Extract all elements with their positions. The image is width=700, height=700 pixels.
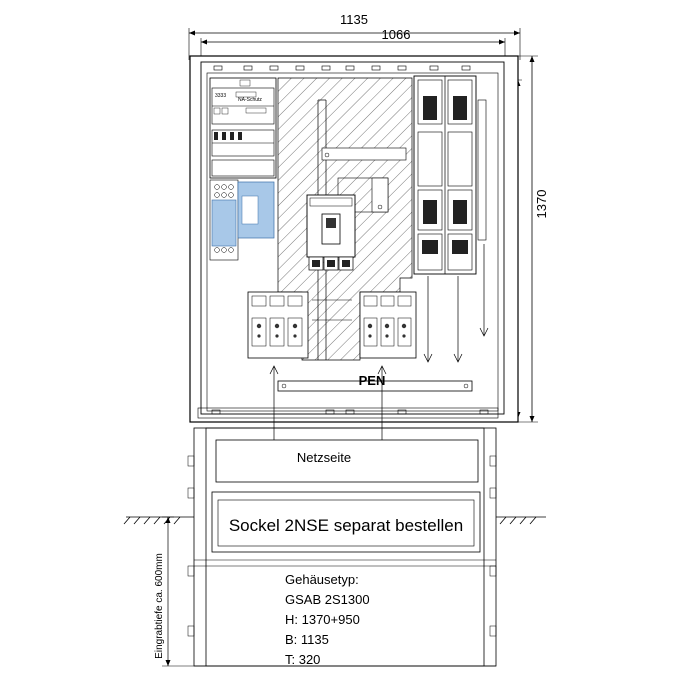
- main-circuit-breaker: [306, 194, 356, 321]
- meter-digits: 3333: [215, 93, 226, 99]
- housing-title: Gehäusetyp:: [285, 572, 359, 587]
- dig-depth-dimension: Eingrabtiefe ca. 600mm: [154, 516, 194, 667]
- control-module-device: [209, 179, 275, 261]
- meter-label: NA-Schutz: [238, 97, 262, 103]
- right-terminal-block: [359, 291, 417, 359]
- dig-depth-label: Eingrabtiefe ca. 600mm: [154, 553, 165, 659]
- housing-spec: Gehäusetyp: GSAB 2S1300 H: 1370+950 B: 1…: [285, 572, 370, 667]
- pen-label: PEN: [359, 373, 386, 388]
- top-clips: [213, 65, 471, 71]
- left-terminal-block: [247, 291, 309, 359]
- dimension-total-width: 1135: [188, 12, 521, 60]
- outgoing-cable-arrows: [423, 244, 489, 363]
- housing-model: GSAB 2S1300: [285, 592, 370, 607]
- ground-level: [123, 516, 546, 525]
- dim-inner-width-label: 1066: [382, 27, 411, 42]
- bottom-clips: [211, 409, 489, 415]
- dimension-total-height: 1370: [500, 55, 549, 423]
- housing-depth: T: 320: [285, 652, 320, 667]
- pen-busbar: PEN: [277, 373, 473, 392]
- supply-arrows: [269, 365, 387, 452]
- meter-panel: 3333 NA-Schutz: [209, 77, 277, 179]
- dim-height-label: 1370: [534, 190, 549, 219]
- base-socket: Netzseite Sockel 2NSE separat bestellen: [187, 427, 497, 667]
- housing-height: H: 1370+950: [285, 612, 360, 627]
- dim-width-label: 1135: [340, 12, 368, 27]
- housing-width: B: 1135: [285, 632, 329, 647]
- dimension-inner-width: 1066: [200, 27, 506, 60]
- netzseite-label: Netzseite: [297, 450, 351, 465]
- base-order-note: Sockel 2NSE separat bestellen: [229, 516, 463, 535]
- fuse-switch-units: [413, 75, 487, 275]
